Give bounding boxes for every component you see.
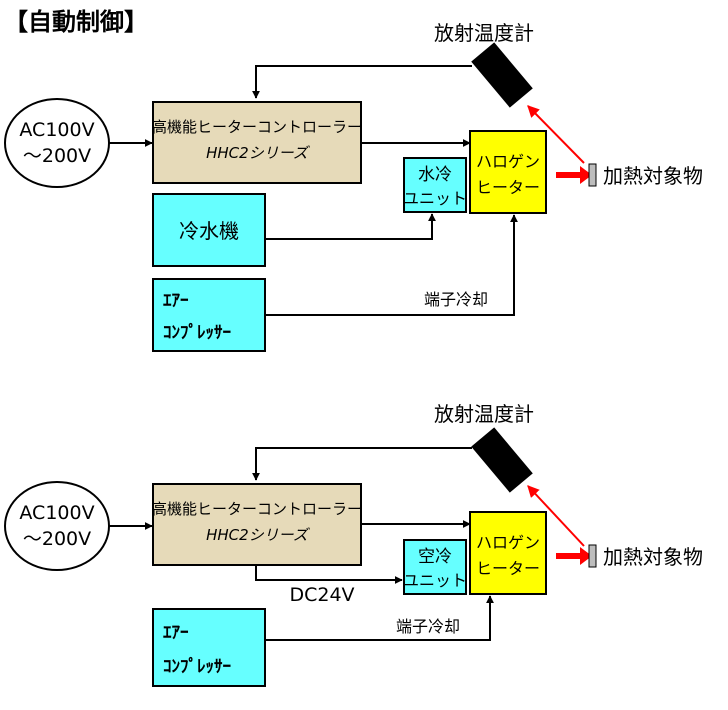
diagram-title: 【自動制御】 (4, 8, 148, 36)
top-cooler-line1: 水冷 (418, 165, 452, 185)
bottom-halogen-heater-box (469, 511, 547, 595)
bottom-power-source (4, 481, 110, 571)
bottom-cooling-unit-box (403, 539, 467, 595)
bottom-dc-line (255, 565, 403, 584)
bottom-controller-line1: 高機能ヒーターコントローラー (152, 500, 362, 518)
bottom-heat-arrow-icon (580, 547, 592, 565)
bottom-compressor-line1: ｴｱｰ (163, 623, 189, 643)
bottom-cooler-line1: 空冷 (418, 547, 452, 567)
bottom-sensing-arrow (527, 485, 585, 547)
top-diagram: 放射温度計 AC100V ～200V 高機能ヒーターコントローラー HHC2シリ… (4, 21, 703, 352)
top-source-line2: ～200V (23, 145, 91, 167)
top-terminal-cooling-label: 端子冷却 (424, 290, 488, 309)
bottom-dc-label: DC24V (289, 584, 354, 606)
top-cooling-unit-box (403, 157, 467, 213)
top-air-line (265, 214, 518, 316)
top-radiation-thermometer-icon (471, 42, 533, 108)
bottom-heating-target-icon (588, 544, 597, 568)
bottom-sensor-label: 放射温度計 (434, 402, 534, 426)
bottom-source-line2: ～200V (23, 528, 91, 550)
top-controller-line1: 高機能ヒーターコントローラー (152, 118, 362, 136)
bottom-heater-line2: ヒーター (476, 559, 540, 578)
top-target-label: 加熱対象物 (603, 164, 703, 188)
top-halogen-heater-box (469, 130, 547, 214)
bottom-diagram: 放射温度計 AC100V ～200V 高機能ヒーターコントローラー HHC2シリ… (4, 402, 703, 687)
bottom-target-label: 加熱対象物 (603, 545, 703, 569)
bottom-feedback-line (252, 447, 472, 481)
top-source-line1: AC100V (19, 119, 94, 141)
bottom-heater-line1: ハロゲン (476, 533, 540, 552)
top-heat-arrow-icon (580, 166, 592, 184)
bottom-compressor-line2: ｺﾝﾌﾟﾚｯｻｰ (163, 656, 231, 677)
bottom-terminal-cooling-label: 端子冷却 (396, 617, 460, 636)
top-sensing-arrow (527, 105, 585, 164)
top-sensor-label: 放射温度計 (434, 21, 534, 45)
top-cooler-line2: ユニット (403, 189, 467, 208)
top-heater-line1: ハロゲン (476, 152, 540, 171)
top-heating-target-icon (588, 163, 597, 187)
top-power-source (4, 98, 110, 188)
bottom-compressor-box (152, 608, 266, 687)
bottom-source-line1: AC100V (19, 502, 94, 524)
bottom-cooler-line2: ユニット (403, 571, 467, 590)
top-controller-line2: HHC2シリーズ (206, 144, 310, 162)
bottom-air-line (265, 595, 494, 641)
top-chiller-box (152, 193, 266, 267)
bottom-radiation-thermometer-icon (471, 427, 533, 493)
top-chiller-label: 冷水機 (179, 219, 239, 243)
top-feedback-line (252, 65, 472, 99)
bottom-controller-line2: HHC2シリーズ (206, 526, 310, 544)
top-chiller-line (265, 213, 436, 240)
bottom-controller-box (152, 483, 362, 566)
top-controller-box (152, 101, 362, 184)
top-compressor-line1: ｴｱｰ (163, 291, 189, 311)
top-heater-line2: ヒーター (476, 178, 540, 197)
top-compressor-line2: ｺﾝﾌﾟﾚｯｻｰ (163, 322, 231, 343)
top-compressor-box (152, 278, 266, 352)
